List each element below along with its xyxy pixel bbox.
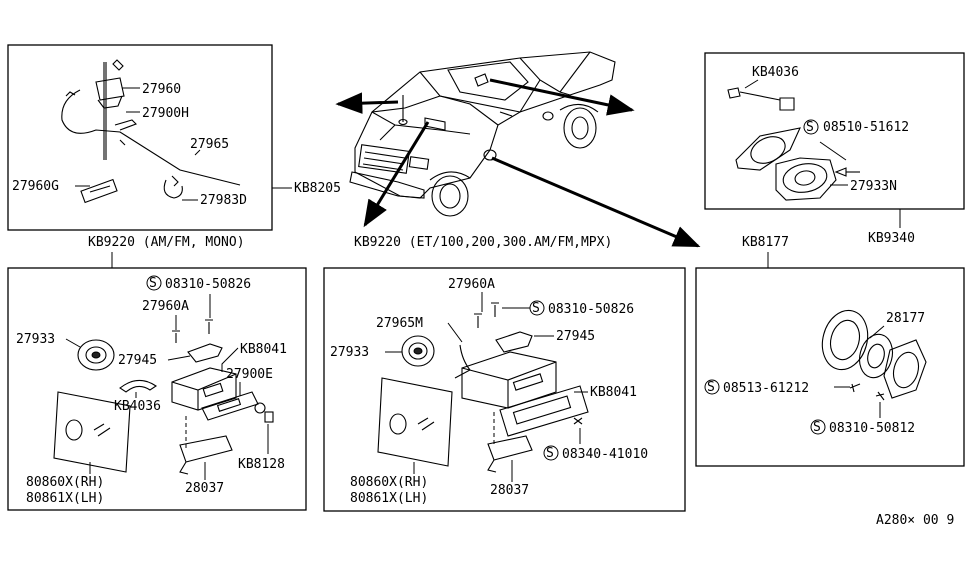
part-label-08340-41010: 08340-41010 [562, 447, 648, 462]
part-label-27933n: 27933N [850, 179, 897, 194]
radio-mono-parts-box [7, 267, 307, 511]
part-label-27960: 27960 [142, 82, 181, 97]
part-label-kb8128: KB8128 [238, 457, 285, 472]
part-label-08310-50826-left: 08310-50826 [165, 277, 251, 292]
leader-27965m [447, 322, 463, 343]
arrow-to-antenna [335, 92, 399, 114]
leader-kb4036-rear [744, 79, 759, 89]
svg-text:S: S [546, 446, 554, 461]
part-label-kb8041-mid: KB8041 [590, 385, 637, 400]
rear-speaker-assembly [727, 87, 860, 201]
mono-radio-assembly [53, 319, 274, 475]
callout-kb9340: KB9340 [868, 231, 915, 246]
part-label-27945-left: 27945 [118, 353, 157, 368]
part-label-08310-50826-mid: 08310-50826 [548, 302, 634, 317]
leader-27945-left [167, 355, 191, 361]
pickup-truck-illustration [349, 51, 616, 217]
screw-marker: S [803, 119, 819, 135]
screw-marker: S [810, 419, 826, 435]
part-label-kb4036-left: KB4036 [114, 399, 161, 414]
part-label-80860x-mid: 80860X(RH) [350, 475, 428, 490]
screw-marker: S [543, 445, 559, 461]
right-box-title: KB8177 [742, 235, 789, 250]
svg-text:S: S [707, 380, 715, 395]
left-box-title: KB9220 (AM/FM, MONO) [88, 235, 245, 250]
screw-marker: S [529, 300, 545, 316]
part-label-kb4036-rear: KB4036 [752, 65, 799, 80]
door-speaker-parts-box [695, 267, 965, 467]
part-label-27933-mid: 27933 [330, 345, 369, 360]
leader-27933-left [65, 338, 81, 348]
part-label-08510-51612: 08510-51612 [823, 120, 909, 135]
antenna-assembly [61, 59, 241, 204]
part-label-27983d: 27983D [200, 193, 247, 208]
screw-marker: S [704, 379, 720, 395]
part-label-27960a-mid: 27960A [448, 277, 495, 292]
part-label-27960a-left: 27960A [142, 299, 189, 314]
screw-marker: S [146, 275, 162, 291]
part-label-80861x-mid: 80861X(LH) [350, 491, 428, 506]
middle-box-title: KB9220 (ET/100,200,300.AM/FM,MPX) [354, 235, 612, 250]
part-label-27900e: 27900E [226, 367, 273, 382]
part-label-27965: 27965 [190, 137, 229, 152]
arrow-to-door-speaker [491, 156, 701, 248]
leader-28177 [869, 325, 885, 339]
part-label-27945-mid: 27945 [556, 329, 595, 344]
part-label-28037-left: 28037 [185, 481, 224, 496]
part-label-80861x-left: 80861X(LH) [26, 491, 104, 506]
part-label-80860x-left: 80860X(RH) [26, 475, 104, 490]
rear-speaker-parts-box [704, 52, 965, 210]
arrow-to-rear-speaker [489, 78, 635, 116]
part-label-28037-mid: 28037 [490, 483, 529, 498]
leader-08510 [819, 141, 847, 161]
part-label-08513-61212: 08513-61212 [723, 381, 809, 396]
arrow-to-radio [363, 121, 430, 228]
part-label-27960g: 27960G [12, 179, 59, 194]
svg-text:S: S [149, 276, 157, 291]
part-label-27900h: 27900H [142, 106, 189, 121]
door-speaker-assembly [821, 309, 927, 401]
diagram-code: A280× 00 9 [876, 513, 954, 528]
radio-mpx-parts-box [323, 267, 686, 512]
svg-text:S: S [532, 301, 540, 316]
part-label-28177: 28177 [886, 311, 925, 326]
svg-text:S: S [806, 120, 814, 135]
mpx-radio-assembly [377, 302, 589, 473]
leader-kb8041-left [221, 347, 239, 372]
part-label-27965m: 27965M [376, 316, 423, 331]
part-label-kb8041-left: KB8041 [240, 342, 287, 357]
leader-27965 [194, 149, 201, 156]
callout-kb8205: KB8205 [294, 181, 341, 196]
antenna-parts-box [7, 44, 273, 231]
part-label-27933-left: 27933 [16, 332, 55, 347]
svg-text:S: S [813, 420, 821, 435]
part-label-08310-50812: 08310-50812 [829, 421, 915, 436]
